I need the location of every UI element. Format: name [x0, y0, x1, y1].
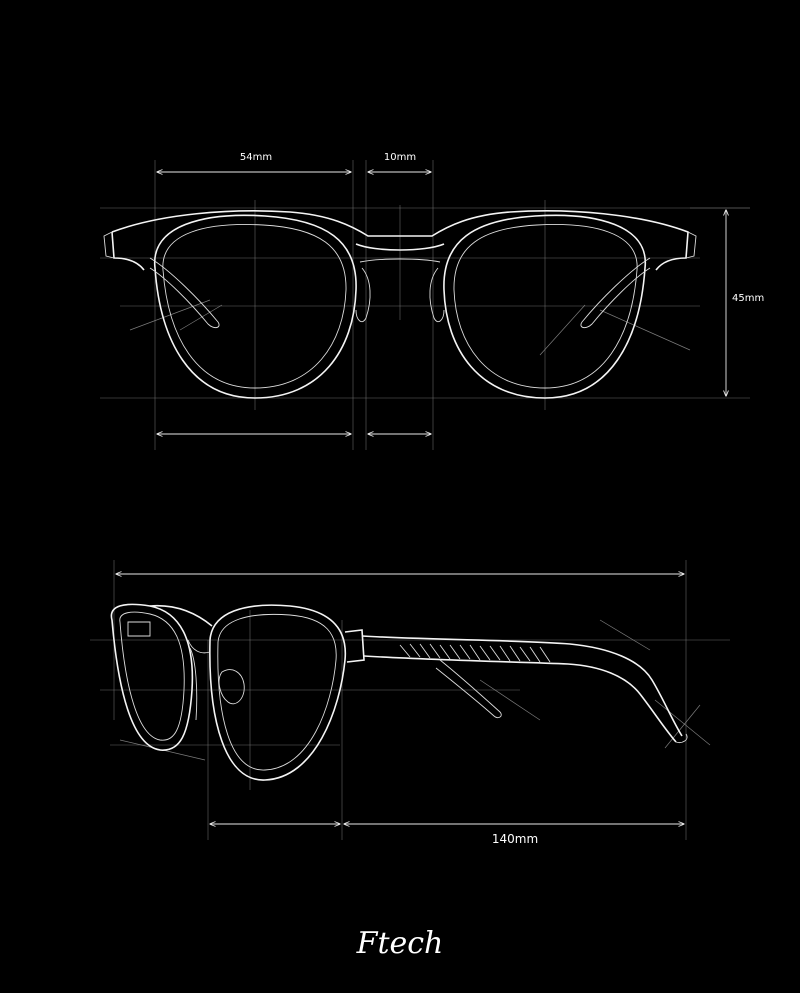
- brand-logo: Ftech: [356, 926, 444, 961]
- lens-width-label: 54mm: [240, 152, 272, 163]
- front-frame: [103, 210, 697, 399]
- lens-height-label: 45mm: [732, 293, 764, 304]
- front-construction-guides: [100, 160, 750, 450]
- bridge-width-label: 10mm: [384, 152, 416, 163]
- side-construction-guides: [90, 560, 730, 840]
- side-view: 140mm: [90, 560, 730, 846]
- side-frame: [110, 603, 688, 781]
- temple-length-label: 140mm: [492, 832, 538, 846]
- front-view: 54mm 10mm 45mm: [100, 152, 764, 450]
- temple-texture: [399, 643, 551, 663]
